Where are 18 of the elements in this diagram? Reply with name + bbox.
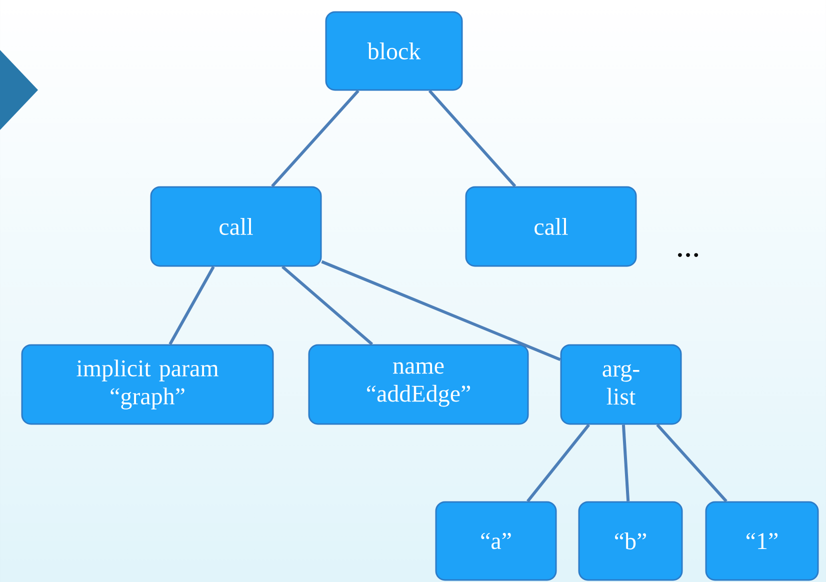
tree-node: implicit param “graph” (21, 344, 274, 425)
tree-node: call (465, 186, 637, 267)
tree-node: “1” (705, 501, 819, 581)
ellipsis: … (678, 253, 698, 257)
tree-node: call (150, 186, 322, 267)
tree-edge (168, 266, 215, 345)
tree-node: “a” (435, 501, 557, 581)
tree-edge (271, 90, 360, 188)
tree-edge (656, 424, 728, 502)
tree-node: “b” (578, 501, 683, 581)
tree-edge (282, 266, 374, 346)
tree-node: name “addEdge” (308, 344, 529, 425)
tree-edge (321, 260, 561, 361)
tree-edge (526, 424, 590, 502)
tree-edge (622, 424, 630, 502)
tree-node: block (325, 11, 463, 91)
tree-node: arg- list (560, 344, 682, 425)
tree-edge (428, 90, 516, 188)
